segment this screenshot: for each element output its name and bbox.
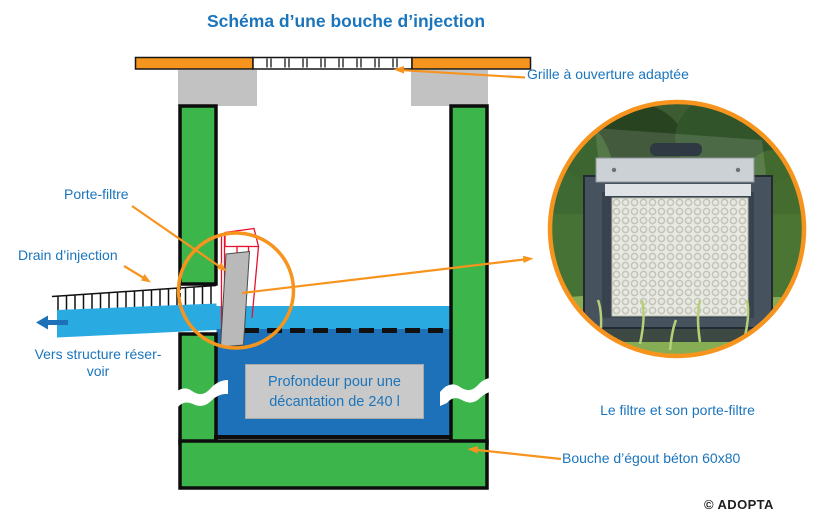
depth-note-line2: décantation de 240 l <box>269 393 400 410</box>
label-vers-line1: Vers structure réser- <box>34 346 162 362</box>
concrete-pit <box>178 104 489 490</box>
wall-break-mark-right <box>440 377 497 406</box>
label-bouche-egout: Bouche d’égout béton 60x80 <box>562 450 741 466</box>
photo-caption: Le filtre et son porte-filtre <box>600 402 755 418</box>
label-grille: Grille à ouverture adaptée <box>527 66 689 82</box>
copyright: © ADOPTA <box>704 497 774 512</box>
depth-note-box: Profondeur pour une décantation de 240 l <box>245 364 424 419</box>
support-block-left <box>178 70 257 106</box>
label-vers-structure-reservoir: Vers structure réser- voir <box>22 346 174 380</box>
label-drain-injection: Drain d’injection <box>18 247 118 263</box>
grate-bar-right <box>411 56 532 70</box>
callout-arrow-porte-filtre-icon <box>131 205 227 272</box>
callout-arrow-drain-icon <box>123 265 151 283</box>
photo-ring <box>547 99 807 359</box>
grate-openings <box>252 56 413 70</box>
callout-arrows <box>123 66 562 461</box>
callout-arrow-grille-icon <box>393 66 526 79</box>
flow-arrow-left-icon <box>36 315 68 330</box>
callout-arrow-bouche-icon <box>467 446 562 461</box>
pit-wall-left-upper <box>178 104 218 286</box>
filter-highlight-circle <box>176 231 296 350</box>
surface-grate-bar <box>134 56 532 70</box>
basin-water-surface <box>216 306 451 329</box>
injection-drain-comb <box>51 284 217 323</box>
label-vers-line2: voir <box>86 363 110 379</box>
diagram-title: Schéma d’une bouche d’injection <box>206 11 486 31</box>
pit-bottom-slab <box>178 439 489 490</box>
callout-arrow-to-photo-icon <box>241 255 534 295</box>
filter-cartridge <box>219 250 251 348</box>
grate-bar-left <box>134 56 254 70</box>
support-block-right <box>411 70 488 106</box>
filter-photo <box>552 104 802 354</box>
wall-break-mark-left <box>172 380 228 410</box>
depth-note-line1: Profondeur pour une <box>267 373 401 390</box>
grass-blades <box>596 299 750 351</box>
label-porte-filtre: Porte-filtre <box>64 186 129 202</box>
drain-water-flow <box>57 303 217 338</box>
grate-slot-bars <box>266 58 398 68</box>
